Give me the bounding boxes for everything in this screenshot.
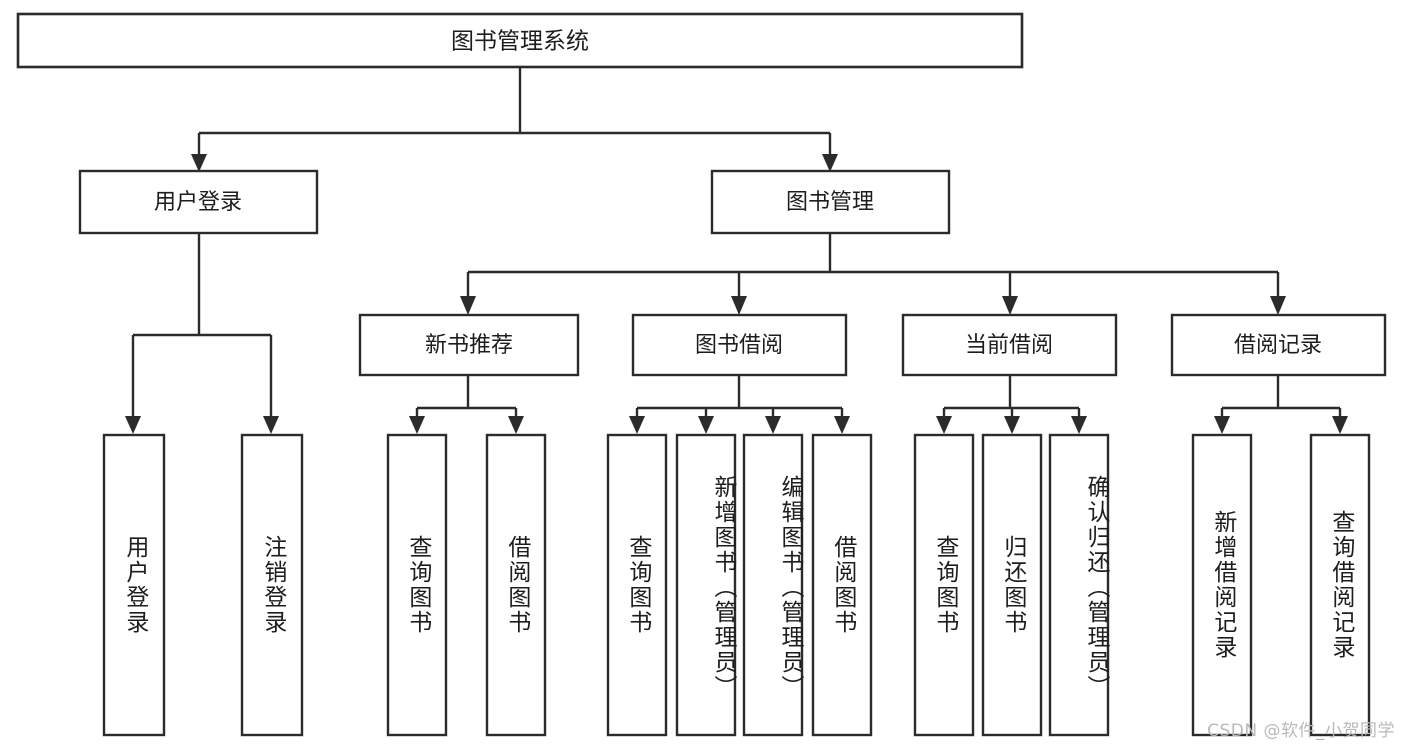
node-current-borrow-label: 当前借阅: [965, 333, 1053, 358]
node-book-borrow[interactable]: 图书借阅: [631, 313, 848, 377]
leaf-box-borrow-record-1[interactable]: [1309, 433, 1371, 737]
node-borrow-record-label: 借阅记录: [1234, 333, 1322, 358]
leaf-box-book-borrow-2[interactable]: [742, 433, 804, 737]
node-user-login-box[interactable]: [78, 169, 319, 235]
node-user-login-label: 用户登录: [154, 190, 242, 215]
arrow-head-user-login-leaf-1: [263, 416, 279, 434]
leaf-box-new-book-1[interactable]: [485, 433, 547, 737]
leaf-box-user-login-1[interactable]: [240, 433, 304, 737]
watermark-text: CSDN @软件_小贺同学: [1207, 721, 1395, 741]
arrow-head-child-borrow-record: [1270, 296, 1286, 315]
leaf-box-borrow-record-0[interactable]: [1191, 433, 1253, 737]
leaf-box-user-login-0[interactable]: [102, 433, 166, 737]
node-current-borrow[interactable]: 当前借阅: [901, 313, 1118, 377]
node-borrow-record[interactable]: 借阅记录: [1170, 313, 1387, 377]
leaf-box-current-borrow-1[interactable]: [981, 433, 1043, 737]
arrow-head-user-login: [191, 154, 207, 172]
node-book-borrow-box[interactable]: [631, 313, 848, 377]
node-root-label: 图书管理系统: [451, 29, 589, 55]
node-new-book-recommend[interactable]: 新书推荐: [358, 313, 580, 377]
arrow-head-user-login-leaf-0: [125, 416, 141, 434]
arrow-head-book-borrow-leaf-1: [698, 416, 714, 434]
arrow-head-new-book-leaf-1: [508, 416, 524, 434]
leaf-box-current-borrow-0[interactable]: [913, 433, 975, 737]
node-new-book-recommend-label: 新书推荐: [425, 333, 513, 358]
arrow-head-borrow-record-leaf-0: [1214, 416, 1230, 434]
arrow-head-child-book-borrow: [731, 296, 747, 315]
connector-group-root: [191, 67, 838, 172]
node-book-management-label: 图书管理: [786, 190, 874, 215]
arrow-head-book-mgmt: [822, 154, 838, 172]
node-current-borrow-box[interactable]: [901, 313, 1118, 377]
arrow-head-borrow-record-leaf-1: [1332, 416, 1348, 434]
connector-group-current-borrow: [936, 375, 1087, 434]
arrow-head-current-borrow-leaf-1: [1004, 416, 1020, 434]
node-borrow-record-box[interactable]: [1170, 313, 1387, 377]
node-book-management-box[interactable]: [710, 169, 951, 235]
leaf-box-current-borrow-2[interactable]: [1048, 433, 1110, 737]
node-new-book-recommend-box[interactable]: [358, 313, 580, 377]
arrow-head-current-borrow-leaf-0: [936, 416, 952, 434]
connector-group-book-mgmt: [460, 233, 1286, 315]
connector-group-user-login: [125, 233, 279, 434]
arrow-head-book-borrow-leaf-2: [765, 416, 781, 434]
leaf-box-new-book-0[interactable]: [386, 433, 448, 737]
node-book-borrow-label: 图书借阅: [695, 333, 783, 358]
arrow-head-child-new-book: [460, 296, 476, 315]
arrow-head-child-current-borrow: [1002, 296, 1018, 315]
connector-group-book-borrow: [629, 375, 850, 434]
node-book-management[interactable]: 图书管理: [710, 169, 951, 235]
leaf-box-book-borrow-0[interactable]: [606, 433, 668, 737]
arrow-head-book-borrow-leaf-0: [629, 416, 645, 434]
leaf-box-book-borrow-1[interactable]: [675, 433, 737, 737]
node-root-box[interactable]: [16, 12, 1024, 69]
arrow-head-book-borrow-leaf-3: [834, 416, 850, 434]
connector-group-new-book: [409, 375, 524, 434]
node-user-login[interactable]: 用户登录: [78, 169, 319, 235]
node-root[interactable]: 图书管理系统: [16, 12, 1024, 69]
leaf-box-book-borrow-3[interactable]: [811, 433, 873, 737]
arrow-head-current-borrow-leaf-2: [1071, 416, 1087, 434]
connector-group-borrow-record: [1214, 375, 1348, 434]
arrow-head-new-book-leaf-0: [409, 416, 425, 434]
